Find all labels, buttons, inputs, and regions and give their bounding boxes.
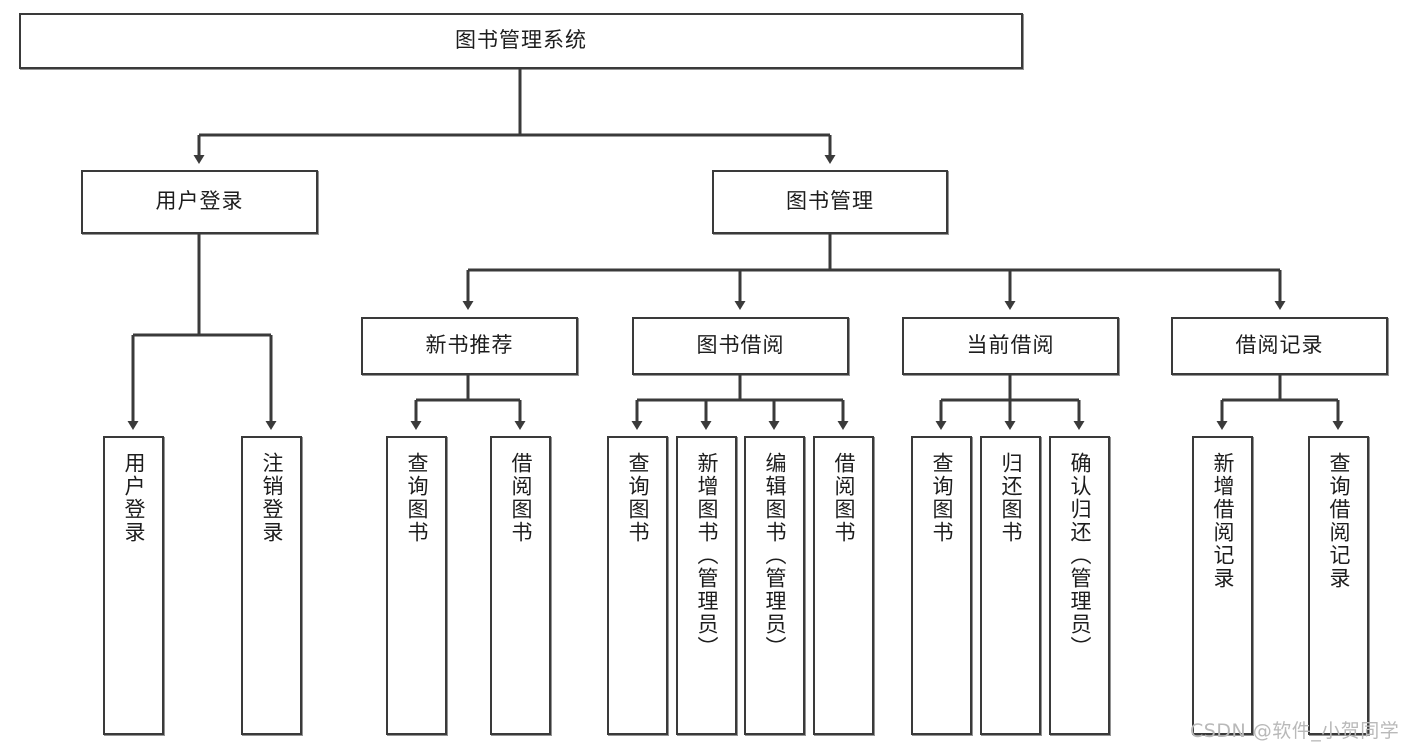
node-leaf-borrow-book-2-label: 借阅图书 <box>831 452 856 544</box>
node-root-label: 图书管理系统 <box>455 28 587 53</box>
node-leaf-query-book-3[interactable]: 查询图书 <box>911 436 972 735</box>
node-root[interactable]: 图书管理系统 <box>19 13 1023 69</box>
node-new-book-recommend-label: 新书推荐 <box>425 333 514 358</box>
node-user-login-label: 用户登录 <box>155 189 244 214</box>
node-leaf-query-record[interactable]: 查询借阅记录 <box>1308 436 1369 735</box>
node-leaf-add-record[interactable]: 新增借阅记录 <box>1192 436 1253 735</box>
csdn-watermark: CSDN @软件_小贺同学 <box>1190 716 1399 743</box>
node-leaf-query-book-3-label: 查询图书 <box>929 452 954 544</box>
node-leaf-logout[interactable]: 注销登录 <box>241 436 302 735</box>
node-book-borrow-label: 图书借阅 <box>696 333 785 358</box>
node-leaf-query-book-2[interactable]: 查询图书 <box>607 436 668 735</box>
node-leaf-return-book[interactable]: 归还图书 <box>980 436 1041 735</box>
node-leaf-query-book-1-label: 查询图书 <box>404 452 429 544</box>
node-leaf-borrow-book-2[interactable]: 借阅图书 <box>813 436 874 735</box>
node-current-borrow-label: 当前借阅 <box>966 333 1055 358</box>
node-leaf-borrow-book-1-label: 借阅图书 <box>508 452 533 544</box>
node-book-borrow[interactable]: 图书借阅 <box>632 317 849 375</box>
node-leaf-add-record-label: 新增借阅记录 <box>1210 452 1235 590</box>
node-leaf-edit-book-label: 编辑图书（管理员） <box>762 452 787 659</box>
node-leaf-return-book-label: 归还图书 <box>998 452 1023 544</box>
node-leaf-add-book-label: 新增图书（管理员） <box>694 452 719 659</box>
node-user-login[interactable]: 用户登录 <box>81 170 318 234</box>
csdn-watermark-text: CSDN @软件_小贺同学 <box>1190 720 1400 742</box>
node-leaf-logout-label: 注销登录 <box>259 452 284 544</box>
node-leaf-edit-book[interactable]: 编辑图书（管理员） <box>744 436 805 735</box>
node-book-manage-label: 图书管理 <box>786 189 874 214</box>
node-borrow-record-label: 借阅记录 <box>1235 333 1324 358</box>
node-leaf-add-book[interactable]: 新增图书（管理员） <box>676 436 737 735</box>
node-book-manage[interactable]: 图书管理 <box>712 170 948 234</box>
node-leaf-confirm-return-label: 确认归还（管理员） <box>1067 452 1092 659</box>
node-borrow-record[interactable]: 借阅记录 <box>1171 317 1388 375</box>
node-leaf-borrow-book-1[interactable]: 借阅图书 <box>490 436 551 735</box>
node-new-book-recommend[interactable]: 新书推荐 <box>361 317 578 375</box>
node-leaf-confirm-return[interactable]: 确认归还（管理员） <box>1049 436 1110 735</box>
node-leaf-query-record-label: 查询借阅记录 <box>1326 452 1351 590</box>
node-leaf-query-book-1[interactable]: 查询图书 <box>386 436 447 735</box>
node-current-borrow[interactable]: 当前借阅 <box>902 317 1119 375</box>
node-leaf-user-login-label: 用户登录 <box>121 452 146 544</box>
node-leaf-query-book-2-label: 查询图书 <box>625 452 650 544</box>
node-leaf-user-login[interactable]: 用户登录 <box>103 436 164 735</box>
